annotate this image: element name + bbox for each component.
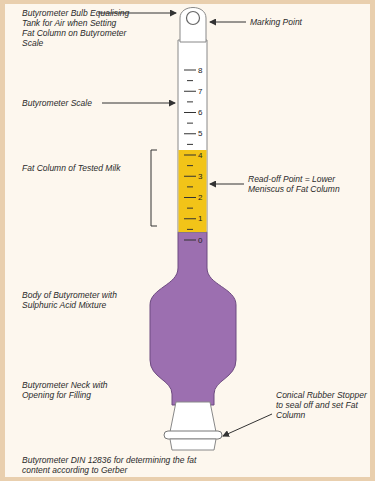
scale-number: 8 xyxy=(198,66,202,75)
callout-label: Read-off Point = Lower Meniscus of Fat C… xyxy=(248,174,360,194)
caption: Butyrometer DIN 12836 for determining th… xyxy=(22,455,207,475)
callout-label: Butyrometer Scale xyxy=(22,98,132,108)
callout-label: Butyrometer Neck with Opening for Fillin… xyxy=(22,380,132,400)
scale-number: 2 xyxy=(198,193,202,202)
callout-label: Butyrometer Bulb Equalising Tank for Air… xyxy=(22,8,130,48)
scale-number: 7 xyxy=(198,87,202,96)
scale-number: 3 xyxy=(198,172,202,181)
callout-label: Body of Butyrometer with Sulphuric Acid … xyxy=(22,290,132,310)
scale-number: 0 xyxy=(198,236,202,245)
scale-number: 1 xyxy=(198,214,202,223)
scale-number: 6 xyxy=(198,108,202,117)
scale-number: 4 xyxy=(198,151,202,160)
callout-label: Conical Rubber Stopper to seal off and s… xyxy=(276,390,368,420)
scale-number: 5 xyxy=(198,129,202,138)
callout-label: Fat Column of Tested Milk xyxy=(22,163,122,173)
callout-label: Marking Point xyxy=(250,17,350,27)
